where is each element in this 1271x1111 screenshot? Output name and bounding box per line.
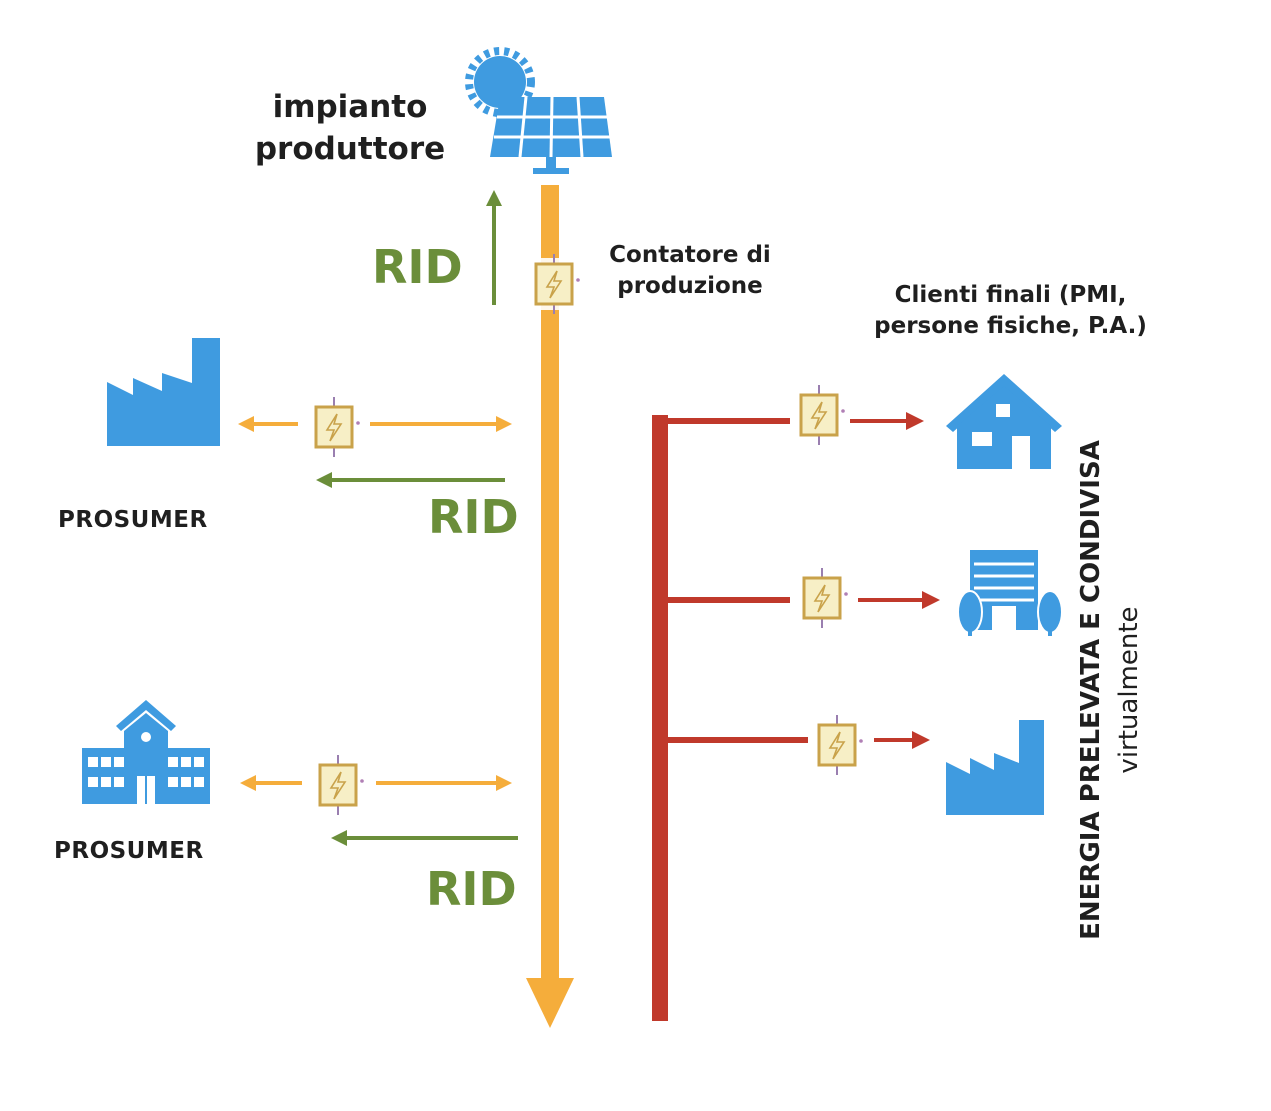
production-meter-label-line2: produzione: [617, 273, 763, 299]
client-2-meter-icon: [794, 566, 850, 630]
prosumer-2-label: PROSUMER: [54, 838, 204, 864]
clients-label-line2: persone fisiche, P.A.): [874, 313, 1147, 339]
producer-label-line2: produttore: [254, 131, 446, 167]
client-1-meter-icon: [791, 383, 847, 447]
prosumer-2-exchange: [240, 775, 518, 846]
rid-label-producer: RID: [372, 240, 463, 294]
production-meter-label: Contatore di produzione: [590, 240, 790, 302]
solar-panel-icon: [465, 47, 612, 174]
clients-label: Clienti finali (PMI, persone fisiche, P.…: [858, 280, 1163, 342]
main-energy-line: [526, 185, 574, 1028]
factory-icon: [107, 338, 220, 446]
clients-label-line1: Clienti finali (PMI,: [894, 282, 1127, 308]
rid-arrow-producer: [486, 190, 502, 305]
consumer-distribution-line: [652, 412, 940, 1021]
production-meter-icon: [526, 252, 582, 316]
side-label-sub: virtualmente: [1114, 606, 1144, 774]
prosumer-1-exchange: [238, 416, 512, 488]
rid-label-prosumer-2: RID: [426, 862, 517, 916]
factory-icon: [946, 720, 1044, 815]
prosumer-2-meter-icon: [310, 753, 366, 817]
office-building-icon: [957, 550, 1063, 636]
school-icon: [82, 700, 210, 804]
side-label-main: ENERGIA PRELEVATA E CONDIVISA: [1076, 440, 1106, 940]
producer-label-line1: impianto: [272, 89, 428, 125]
house-icon: [946, 374, 1062, 469]
rid-label-prosumer-1: RID: [428, 490, 519, 544]
prosumer-1-meter-icon: [306, 395, 362, 459]
producer-label: impianto produttore: [240, 86, 460, 170]
prosumer-1-label: PROSUMER: [58, 507, 208, 533]
client-3-meter-icon: [809, 713, 865, 777]
production-meter-label-line1: Contatore di: [609, 242, 771, 268]
